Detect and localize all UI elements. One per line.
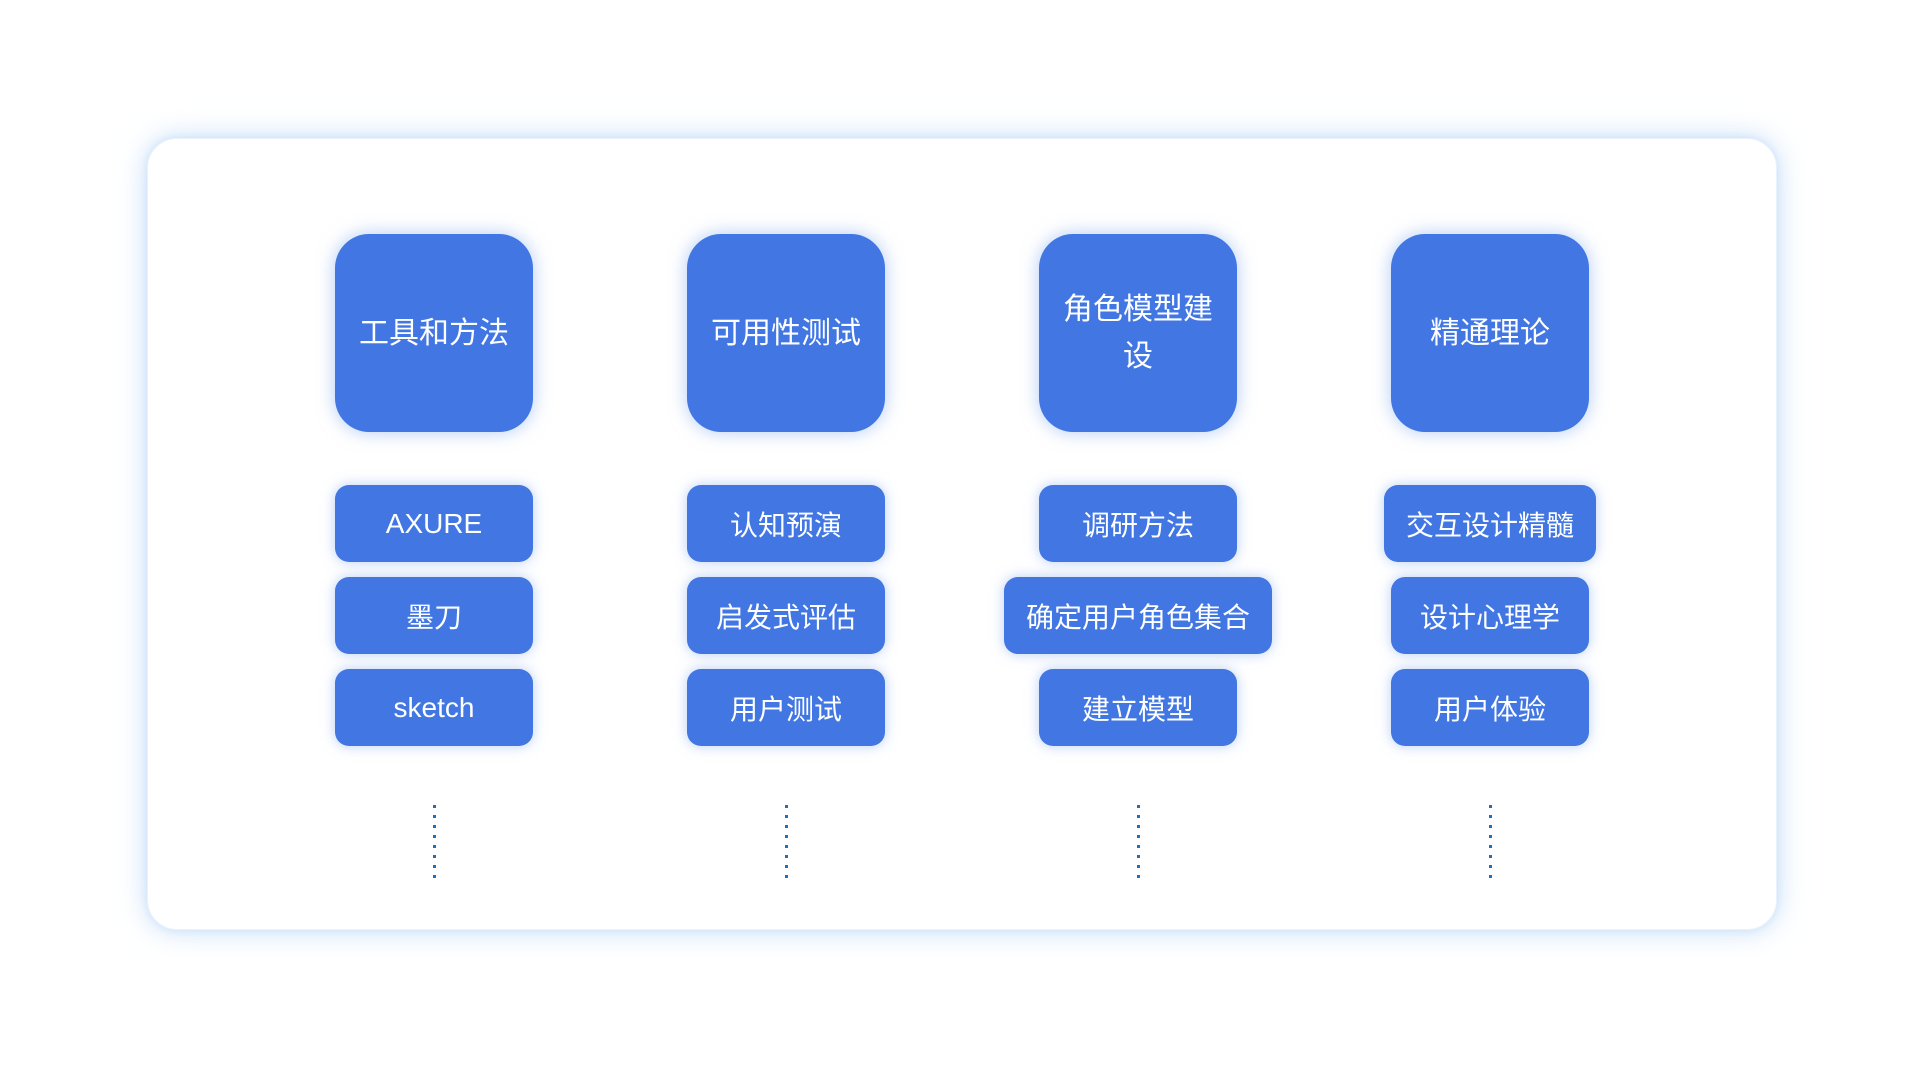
column-usability-testing: 可用性测试 认知预演 启发式评估 用户测试 — [654, 234, 918, 881]
subtopic-node[interactable]: AXURE — [335, 485, 533, 562]
subtopic-node[interactable]: 启发式评估 — [687, 577, 885, 654]
topic-columns: 工具和方法 AXURE 墨刀 sketch 可用性测试 认知预演 启发式评估 用… — [302, 234, 1622, 881]
subtopic-node[interactable]: 认知预演 — [687, 485, 885, 562]
topic-node[interactable]: 可用性测试 — [687, 234, 885, 432]
subtopic-node[interactable]: 建立模型 — [1039, 669, 1237, 746]
subtopic-node[interactable]: 用户体验 — [1391, 669, 1589, 746]
topic-node[interactable]: 精通理论 — [1391, 234, 1589, 432]
subtopic-node[interactable]: 设计心理学 — [1391, 577, 1589, 654]
diagram-card: 工具和方法 AXURE 墨刀 sketch 可用性测试 认知预演 启发式评估 用… — [147, 138, 1777, 930]
subtopic-node[interactable]: 调研方法 — [1039, 485, 1237, 562]
more-items-dotted-indicator — [1488, 805, 1492, 881]
column-persona-model-building: 角色模型建设 调研方法 确定用户角色集合 建立模型 — [1004, 234, 1273, 881]
more-items-dotted-indicator — [784, 805, 788, 881]
subtopic-node[interactable]: 确定用户角色集合 — [1004, 577, 1273, 654]
subtopic-node[interactable]: 交互设计精髓 — [1383, 485, 1596, 562]
column-theory-mastery: 精通理论 交互设计精髓 设计心理学 用户体验 — [1358, 234, 1622, 881]
more-items-dotted-indicator — [1136, 805, 1140, 881]
subtopic-node[interactable]: 墨刀 — [335, 577, 533, 654]
subtopic-node[interactable]: 用户测试 — [687, 669, 885, 746]
more-items-dotted-indicator — [432, 805, 436, 881]
column-tools-and-methods: 工具和方法 AXURE 墨刀 sketch — [302, 234, 566, 881]
topic-node[interactable]: 工具和方法 — [335, 234, 533, 432]
topic-node[interactable]: 角色模型建设 — [1039, 234, 1237, 432]
subtopic-node[interactable]: sketch — [335, 669, 533, 746]
